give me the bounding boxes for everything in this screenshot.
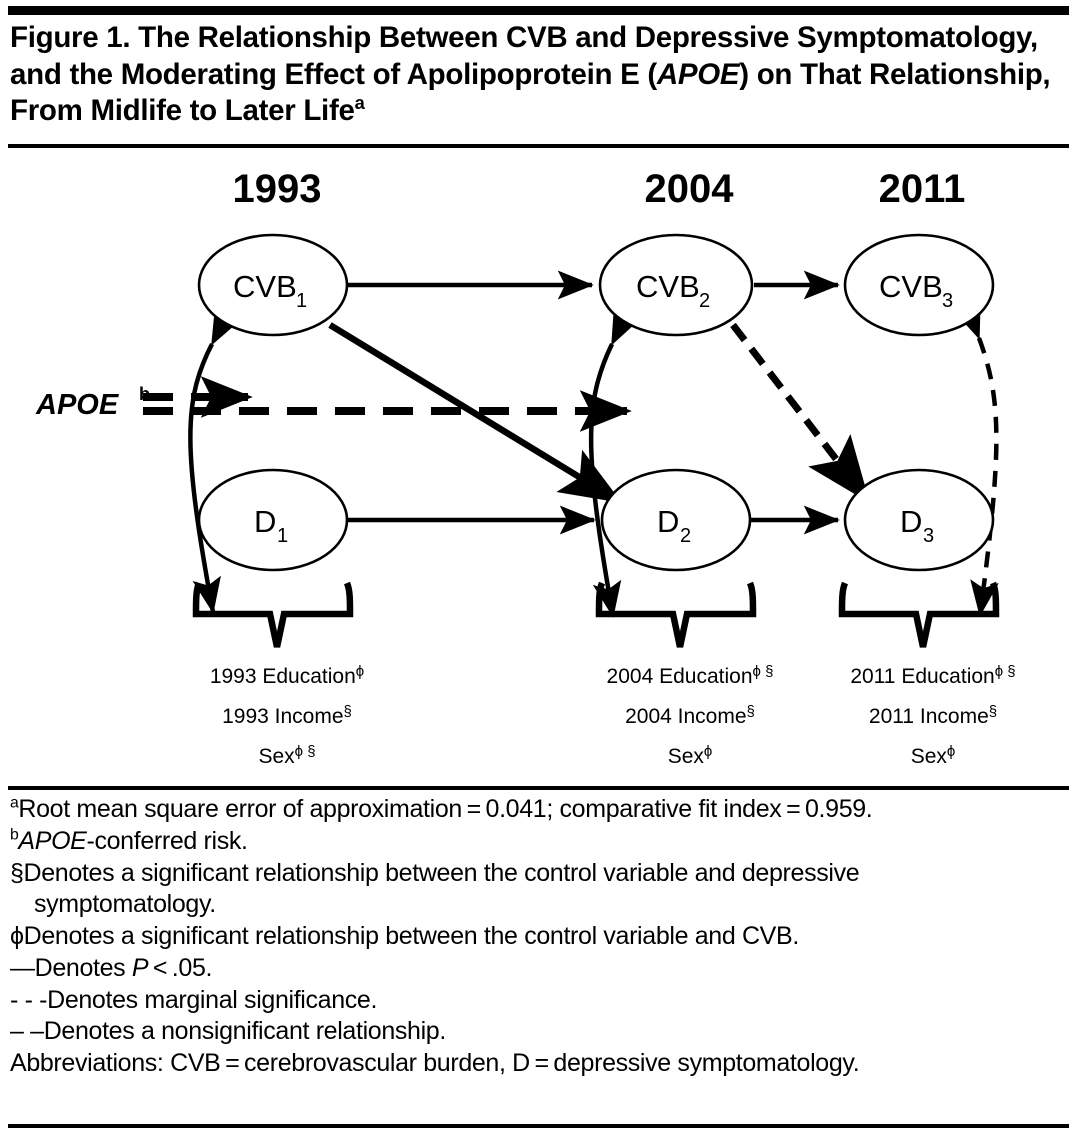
year-heading-2004: 2004: [645, 167, 735, 211]
node-d2-label: D: [657, 504, 679, 539]
footnote-b: bAPOE-conferred risk.: [10, 826, 1068, 857]
brace-1993: [192, 581, 354, 648]
control-var-2004-income: 2004 Income§: [625, 703, 755, 728]
brace-2011-shape: [838, 581, 1000, 648]
figure-title-suffix: ) on That Relationship, From Midlife to …: [10, 57, 1059, 128]
node-d2[interactable]: D 2: [600, 468, 752, 572]
footnote-a-marker: a: [10, 794, 19, 812]
footnote-a-text: Root mean square error of approximation …: [18, 795, 873, 823]
node-d2-ellipse[interactable]: [600, 468, 752, 572]
node-cvb3-ellipse[interactable]: [843, 233, 995, 337]
footnote-section-symbol-line1: §Denotes a significant relationship betw…: [10, 858, 1068, 889]
figure-title-prefix: Figure 1. The Relationship Between CVB a…: [10, 21, 1046, 91]
brace-2004-shape: [595, 581, 757, 648]
figure-title: Figure 1. The Relationship Between CVB a…: [10, 20, 1066, 130]
top-rule: [8, 6, 1069, 15]
footnote-marginal-text: - - -Denotes marginal significance.: [10, 985, 378, 1014]
control-var-2011-income: 2011 Income§: [869, 703, 997, 728]
control-var-1993-education: 1993 Educationϕ: [210, 663, 364, 688]
control-var-1993-sex: Sexϕ §: [258, 743, 315, 768]
node-cvb1-subscript: 1: [296, 290, 307, 312]
apoe-label-text: APOE: [35, 389, 120, 421]
footnote-solid-line: —Denotes P < .05.: [10, 953, 1068, 984]
node-cvb3-label: CVB: [879, 269, 943, 304]
edge-apoe-moderator: [143, 376, 632, 432]
node-d2-subscript: 2: [680, 525, 691, 547]
node-cvb3[interactable]: CVB 3: [843, 233, 995, 337]
bottom-rule: [8, 1124, 1069, 1128]
edge-cvb2-to-d3: [730, 322, 870, 503]
footnote-abbrev-text: Abbreviations: CVB = cerebrovascular bur…: [10, 1049, 860, 1077]
node-cvb3-subscript: 3: [942, 290, 953, 312]
edge-cvb1-to-d2: [328, 322, 622, 504]
brace-1993-shape: [192, 581, 354, 648]
figure-title-footnote-marker: a: [354, 92, 365, 114]
control-var-2011-sex: Sexϕ: [911, 743, 956, 768]
node-cvb2-subscript: 2: [699, 290, 710, 312]
apoe-label-superscript: b: [139, 384, 150, 404]
node-cvb1[interactable]: CVB 1: [197, 233, 349, 337]
footnote-section-symbol-line2: symptomatology.: [10, 889, 1068, 920]
control-variables-2011: 2011 Educationϕ § 2011 Income§ Sexϕ: [850, 663, 1015, 768]
diagram-bottom-rule: [8, 786, 1069, 790]
year-heading-2011: 2011: [879, 167, 966, 211]
edge-cvb3-d3-correlation: [953, 300, 999, 617]
footnotes: aRoot mean square error of approximation…: [10, 794, 1068, 1080]
footnote-b-text: -conferred risk.: [86, 826, 248, 855]
control-var-2004-sex: Sexϕ: [668, 743, 713, 768]
footnote-b-marker: b: [10, 826, 19, 844]
title-bottom-rule: [8, 144, 1069, 148]
node-d3-label: D: [900, 504, 922, 539]
footnote-section-text2: symptomatology.: [34, 890, 216, 919]
footnote-section-text1: §Denotes a significant relationship betw…: [10, 858, 860, 887]
footnote-solid-suffix: < .05.: [148, 953, 213, 982]
node-d3[interactable]: D 3: [843, 468, 995, 572]
footnote-b-italic: APOE: [18, 826, 87, 855]
node-d3-subscript: 3: [923, 525, 934, 547]
path-diagram: 1993 2004 2011 APOE b: [0, 150, 1077, 786]
node-cvb2-ellipse[interactable]: [598, 233, 754, 337]
node-d1-label: D: [254, 504, 276, 539]
brace-2004: [595, 581, 757, 648]
edge-cvb1-d1-correlation: [188, 307, 241, 614]
figure-title-italic: APOE: [656, 57, 740, 91]
control-variables-2004: 2004 Educationϕ § 2004 Income§ Sexϕ: [607, 663, 774, 768]
node-cvb2[interactable]: CVB 2: [598, 233, 754, 337]
control-variables-1993: 1993 Educationϕ 1993 Income§ Sexϕ §: [210, 663, 364, 768]
control-var-2011-education: 2011 Educationϕ §: [850, 663, 1015, 688]
node-cvb2-label: CVB: [636, 269, 700, 304]
edge-cvb2-d2-correlation: [588, 306, 640, 618]
footnote-nonsignificant-line: – –Denotes a nonsignificant relationship…: [10, 1016, 1068, 1047]
footnote-abbreviations: Abbreviations: CVB = cerebrovascular bur…: [10, 1048, 1068, 1079]
footnote-a: aRoot mean square error of approximation…: [10, 794, 1068, 825]
node-cvb1-label: CVB: [233, 269, 297, 304]
year-headings: 1993 2004 2011: [233, 167, 966, 211]
footnote-solid-prefix: —Denotes: [10, 953, 132, 982]
apoe-moderator-label: APOE b: [35, 384, 150, 421]
year-heading-1993: 1993: [233, 167, 322, 211]
control-var-2004-education: 2004 Educationϕ §: [607, 663, 774, 688]
node-cvb1-ellipse[interactable]: [197, 233, 349, 337]
control-var-1993-income: 1993 Income§: [222, 703, 352, 728]
footnote-phi-text: ϕDenotes a significant relationship betw…: [10, 922, 799, 950]
footnote-phi-symbol: ϕDenotes a significant relationship betw…: [10, 921, 1068, 952]
footnote-solid-italic: P: [131, 953, 149, 982]
node-d1-subscript: 1: [277, 525, 288, 547]
node-d3-ellipse[interactable]: [843, 468, 995, 572]
footnote-marginal-line: - - -Denotes marginal significance.: [10, 985, 1068, 1016]
brace-2011: [838, 581, 1000, 648]
footnote-nonsig-text: – –Denotes a nonsignificant relationship…: [10, 1017, 446, 1046]
node-d1[interactable]: D 1: [197, 468, 349, 572]
node-d1-ellipse[interactable]: [197, 468, 349, 572]
